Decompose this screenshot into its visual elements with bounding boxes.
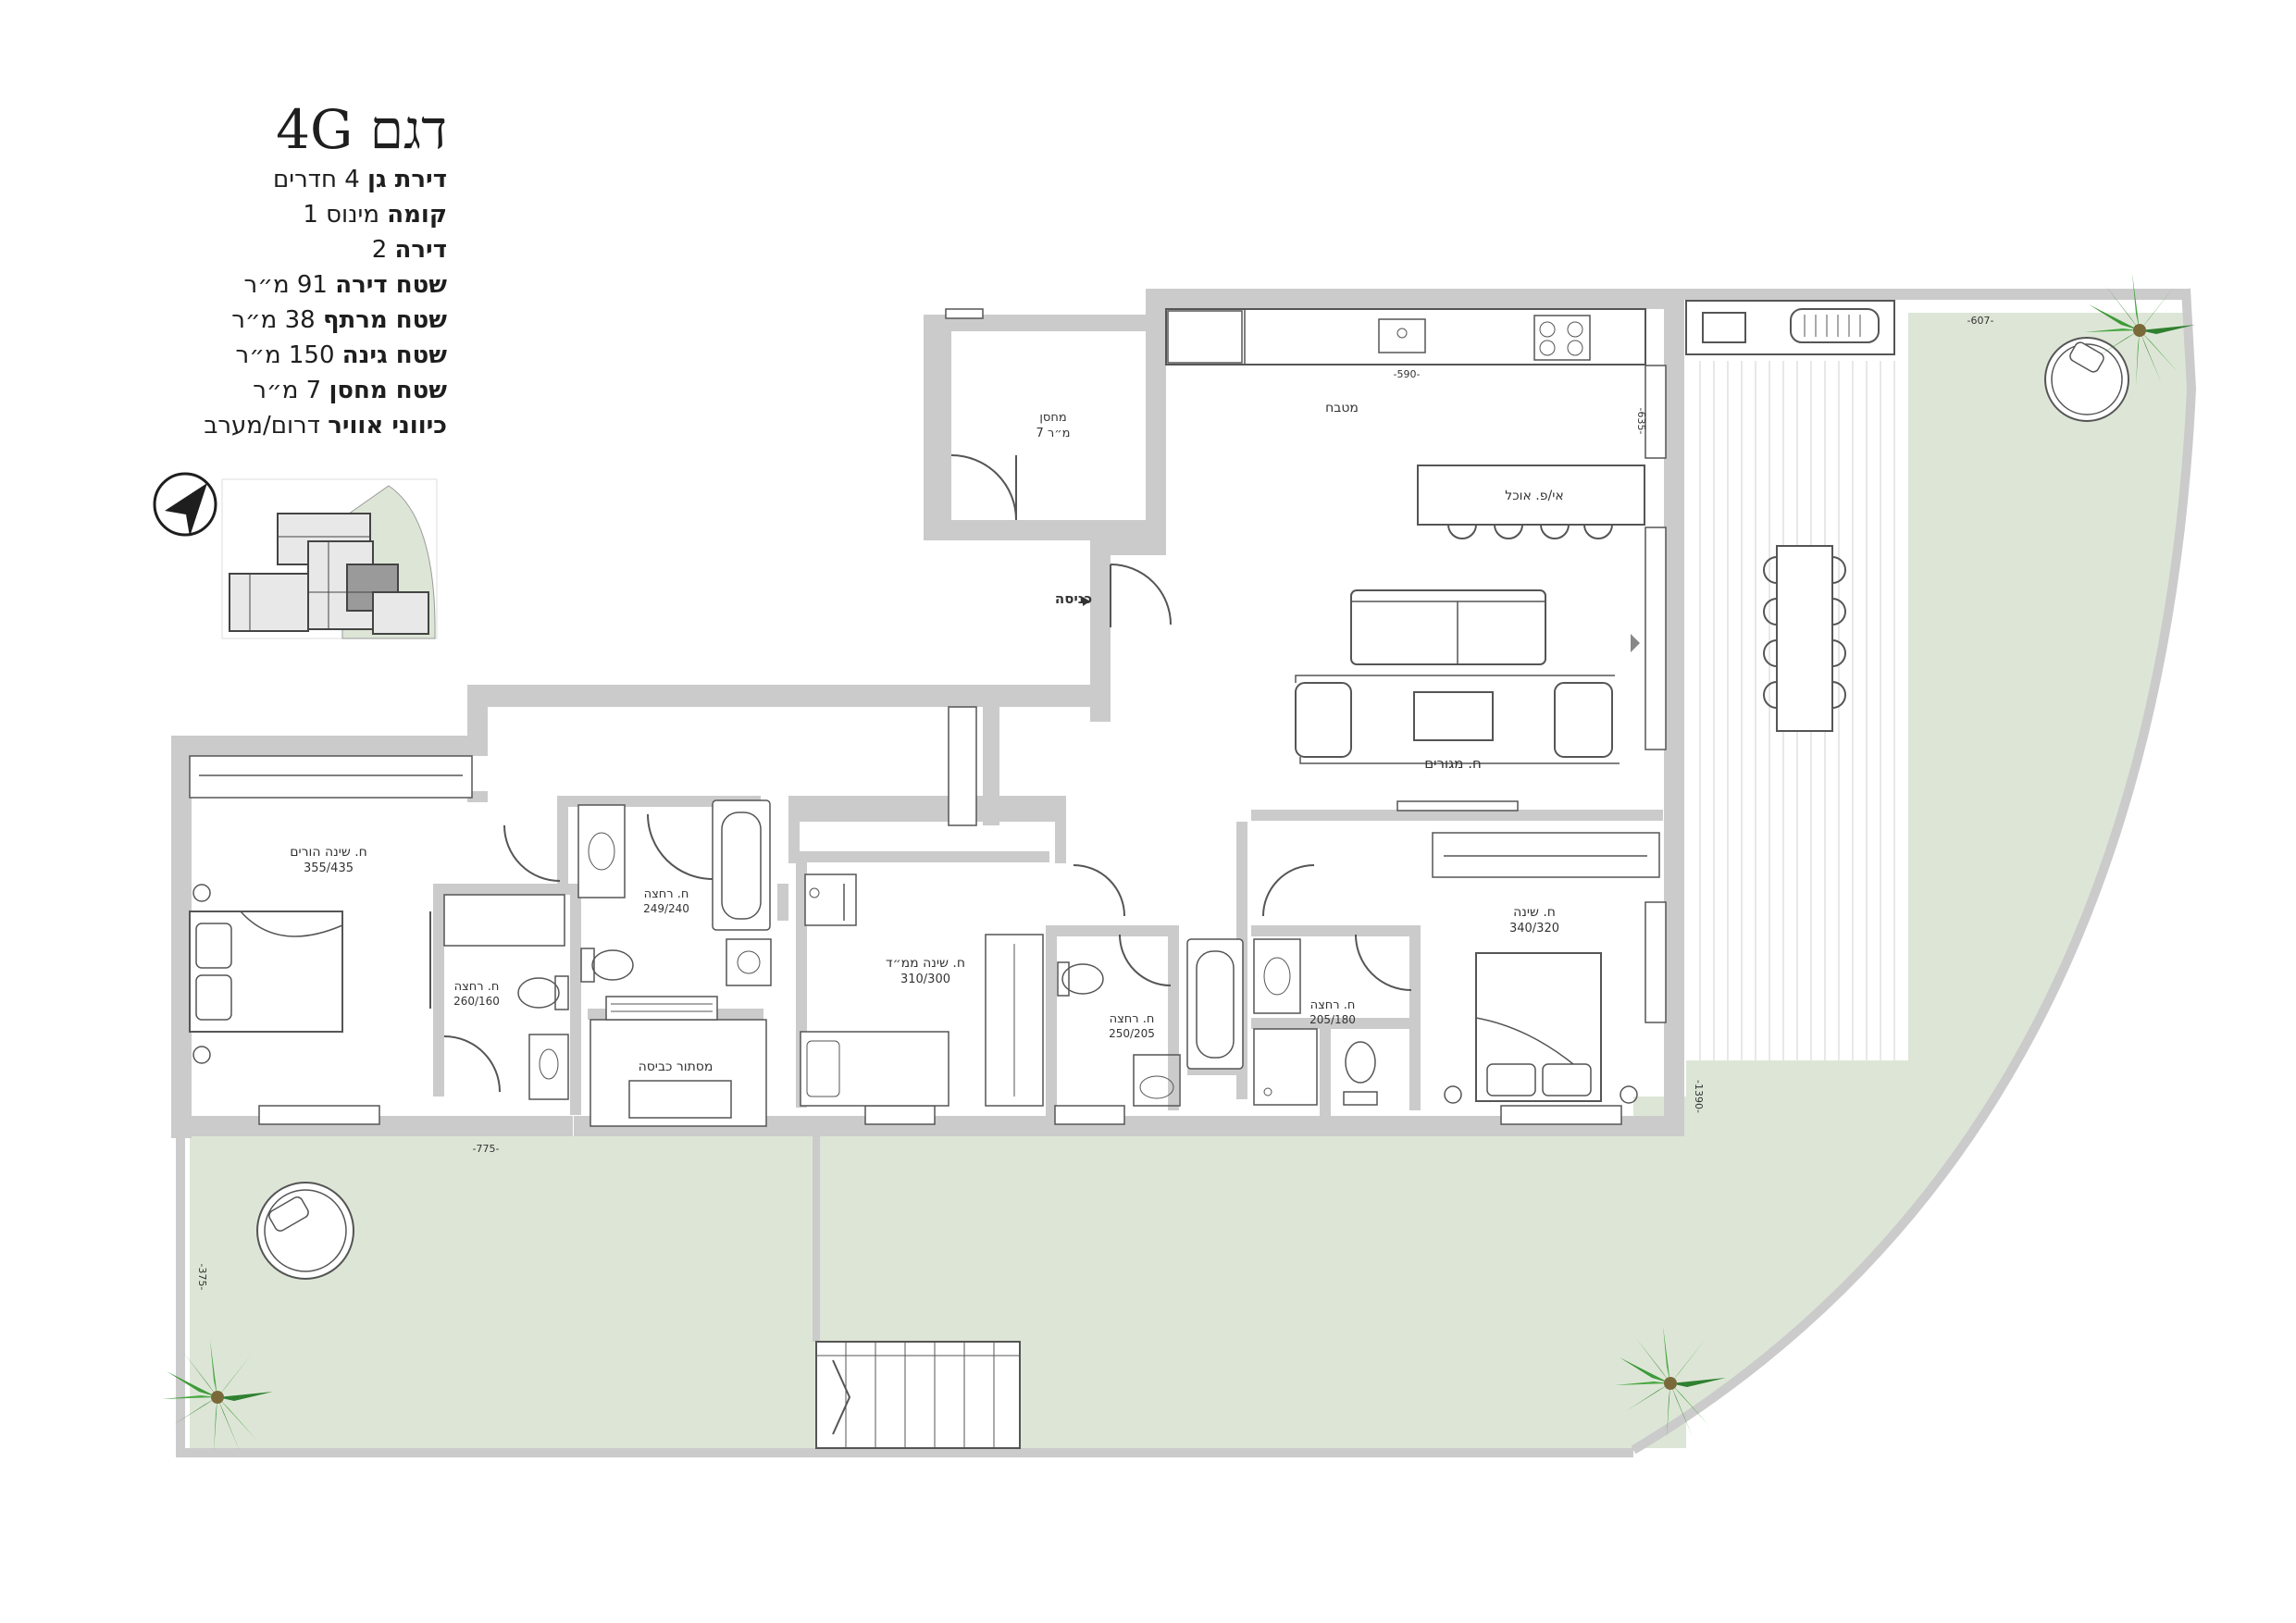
room-name: אי/פ. אוכל	[1505, 489, 1563, 503]
room-size: 340/320	[1509, 922, 1559, 935]
outdoor-dining-table	[1763, 545, 1846, 732]
info-row-garden: שטח גינה 150 מ״ר	[204, 338, 447, 373]
room-name: ח. מגורים	[1424, 755, 1482, 772]
room-name: ח. רחצה	[1310, 998, 1356, 1012]
room-name: מחסן	[1039, 411, 1066, 425]
garden-round-lounge-east	[2044, 337, 2129, 422]
toilet-icon	[1057, 961, 1104, 997]
dim-east-length: -1390-	[1693, 1080, 1705, 1113]
garden-south-border	[176, 1131, 1633, 1457]
entrance-door[interactable]: כניסה	[1055, 564, 1172, 627]
info-row-area: שטח דירה 91 מ״ר	[204, 267, 447, 303]
bathroom-2: ח. רחצה 250/205	[1057, 934, 1244, 1107]
info-label: שטח גינה	[341, 341, 447, 369]
toilet-icon	[580, 948, 634, 983]
toilet-icon	[517, 975, 569, 1010]
room-name: ח. שינה	[1513, 905, 1556, 920]
info-value: 7 מ״ר	[253, 377, 322, 404]
room-size: 310/300	[900, 973, 950, 986]
room-size: 249/240	[643, 902, 689, 915]
room-size: 260/160	[453, 995, 500, 1008]
garden-border	[1631, 288, 2197, 1455]
info-label: שטח דירה	[335, 271, 447, 299]
info-value: 4 חדרים	[273, 166, 360, 193]
room-size: 355/435	[304, 861, 354, 875]
room-name: ח. שינה הורים	[290, 845, 367, 860]
storage-room: מחסן 7 מ״ר	[950, 411, 1071, 521]
info-label: קומה	[387, 201, 447, 229]
info-value: 91 מ״ר	[243, 271, 328, 299]
key-plan	[221, 478, 438, 639]
info-label: כיווני אוויר	[328, 412, 447, 440]
kitchen-counter: מטבח	[1165, 308, 1646, 415]
sink-icon	[588, 832, 615, 871]
living-room: ח. מגורים	[1295, 589, 1640, 812]
parents-bedroom: ח. שינה הורים 355/435	[189, 755, 561, 1064]
info-row-floor: קומה מינוס 1	[204, 197, 447, 232]
garden-south	[190, 1136, 1686, 1448]
north-arrow-icon	[153, 472, 217, 537]
garden-stairs	[815, 1341, 1021, 1449]
info-row-apartment: דירה 2	[204, 232, 447, 267]
room-name: מסתור כביסה	[639, 1059, 714, 1074]
info-row-storage: שטח מחסן 7 מ״ר	[204, 373, 447, 408]
toilet-icon	[1343, 1041, 1378, 1106]
garden-round-lounge-south	[256, 1182, 354, 1280]
model-title: דגם 4G	[276, 98, 447, 161]
info-row-basement: שטח מרתף 38 מ״ר	[204, 303, 447, 338]
dim-garden-depth: -375-	[196, 1264, 208, 1291]
sofa-icon	[1350, 589, 1546, 665]
bed-icon	[189, 911, 343, 1033]
info-value: 38 מ״ר	[231, 306, 316, 334]
dim-kitchen-depth: -635-	[1635, 408, 1647, 435]
parents-bathroom: ח. רחצה 260/160	[429, 884, 569, 1100]
room-size: 7 מ״ר	[1036, 427, 1071, 440]
sink-icon	[1378, 318, 1426, 353]
dim-garden-length: -775-	[473, 1143, 500, 1155]
apartment-info: דגם 4G דירת גן 4 חדרים קומה מינוס 1 דירה…	[204, 97, 447, 443]
dim-kitchen-width: -590-	[1394, 368, 1421, 380]
bathroom-3: ח. רחצה 205/180	[1253, 864, 1412, 1106]
dim-deck-width: -607-	[1967, 315, 1994, 327]
room-size: 205/180	[1309, 1013, 1356, 1026]
sink-icon	[1139, 1075, 1174, 1099]
info-value: דרום/מערב	[204, 412, 320, 440]
info-row-type: דירת גן 4 חדרים	[204, 162, 447, 197]
room-name: ח. רחצה	[1110, 1012, 1155, 1026]
room-name: ח. רחצה	[644, 887, 689, 901]
laundry-enclosure: מסתור כביסה	[590, 996, 767, 1127]
entrance-label: כניסה	[1055, 590, 1092, 607]
room-name: מטבח	[1325, 401, 1359, 415]
info-label: דירה	[394, 236, 447, 264]
bathtub-icon	[1186, 938, 1244, 1070]
windows	[258, 308, 1667, 1125]
info-value: 150 מ״ר	[235, 341, 335, 369]
info-value: מינוס 1	[303, 201, 379, 229]
bathroom-1: ח. רחצה 249/240	[577, 799, 772, 986]
bathtub-icon	[712, 799, 771, 931]
info-label: דירת גן	[367, 166, 447, 193]
room-name: ח. רחצה	[454, 980, 500, 994]
sink-icon	[1263, 957, 1291, 996]
stove-icon	[1533, 315, 1591, 361]
dining-island: אי/פ. אוכל	[1417, 465, 1645, 539]
outdoor-kitchen	[1685, 300, 1895, 355]
room-name: ח. שינה ממ״ד	[886, 956, 965, 971]
info-row-orientation: כיווני אוויר דרום/מערב	[204, 408, 447, 443]
bed-icon	[1475, 952, 1602, 1102]
info-value: 2	[371, 236, 388, 264]
bedroom: ח. שינה 340/320	[1432, 832, 1660, 1104]
dimension-labels: -590- -635- -607- -775- -375- -1390-	[196, 315, 1993, 1290]
info-label: שטח מרתף	[322, 306, 447, 334]
safe-room: ח. שינה ממ״ד 310/300	[796, 862, 1125, 1108]
info-label: שטח מחסן	[329, 377, 447, 404]
room-size: 250/205	[1109, 1027, 1155, 1040]
